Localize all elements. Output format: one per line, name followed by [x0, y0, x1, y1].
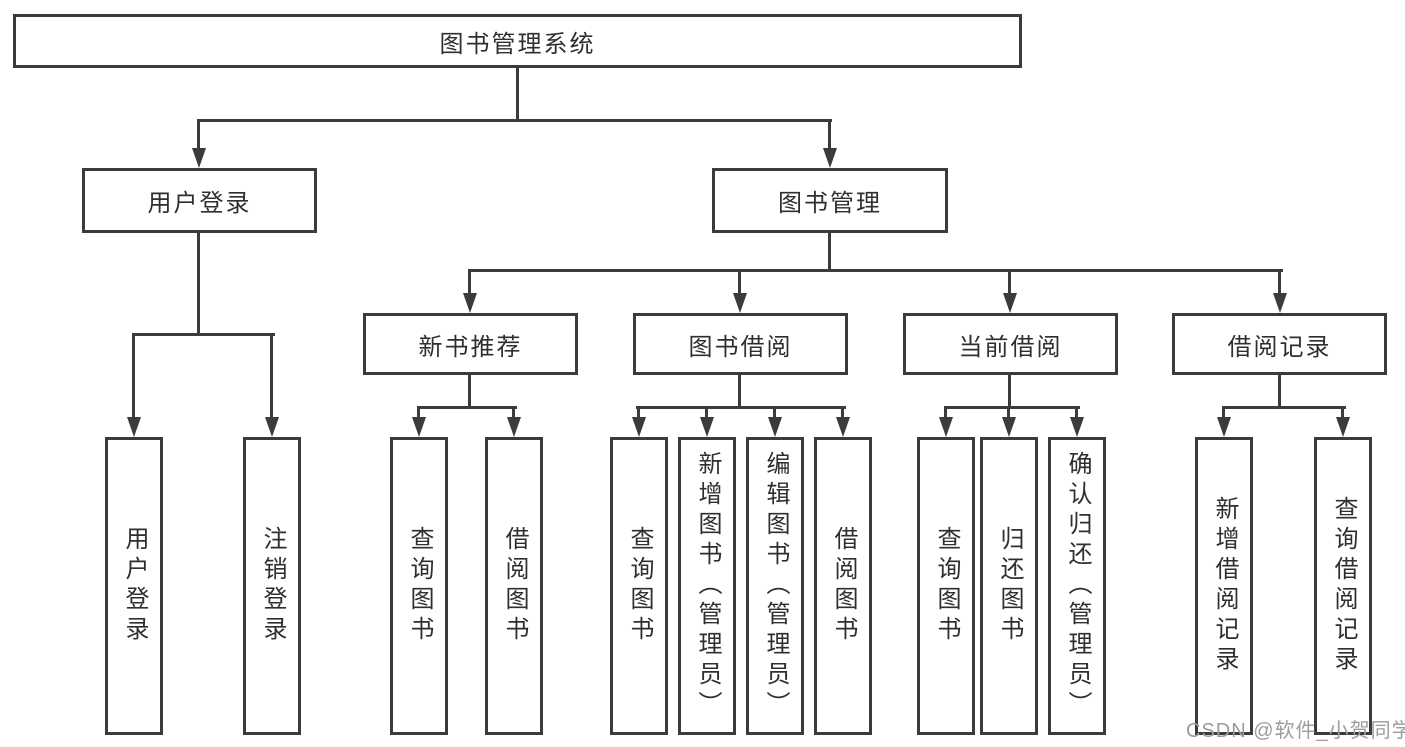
connector-line	[944, 406, 947, 419]
connector-arrow	[1070, 417, 1084, 437]
leaf-logout: 注销登录	[243, 437, 301, 735]
leaf-bb-add-books-admin-label: 新增图书（管理员）	[694, 451, 721, 721]
leaf-cb-query-books-label: 查询图书	[933, 526, 960, 646]
leaf-user-login: 用户登录	[105, 437, 163, 735]
connector-line	[828, 233, 831, 271]
connector-line	[738, 269, 741, 295]
leaf-nb-query-books: 查询图书	[390, 437, 448, 735]
connector-arrow	[1002, 417, 1016, 437]
node-book-borrow: 图书借阅	[633, 313, 848, 375]
node-user-login: 用户登录	[82, 168, 317, 233]
leaf-rc-add-record-label: 新增借阅记录	[1211, 496, 1238, 676]
connector-line	[197, 119, 832, 122]
connector-arrow	[1273, 293, 1287, 313]
connector-line	[1008, 375, 1011, 409]
node-borrow-records-label: 借阅记录	[1227, 333, 1332, 361]
connector-arrow	[1336, 417, 1350, 437]
connector-line	[636, 406, 846, 409]
node-root-label: 图书管理系统	[439, 30, 596, 58]
connector-arrow	[265, 417, 279, 437]
connector-arrow	[836, 417, 850, 437]
connector-line	[197, 233, 200, 336]
node-book-borrow-label: 图书借阅	[688, 333, 793, 361]
connector-arrow	[768, 417, 782, 437]
connector-line	[132, 333, 275, 336]
connector-line	[944, 406, 1080, 409]
leaf-bb-edit-books-admin: 编辑图书（管理员）	[746, 437, 804, 735]
connector-line	[1222, 406, 1346, 409]
connector-line	[1341, 406, 1344, 419]
connector-line	[1278, 269, 1281, 295]
node-new-book-recommend-label: 新书推荐	[418, 333, 523, 361]
connector-line	[738, 375, 741, 409]
node-borrow-records: 借阅记录	[1172, 313, 1387, 375]
leaf-rc-query-record-label: 查询借阅记录	[1330, 496, 1357, 676]
leaf-bb-edit-books-admin-label: 编辑图书（管理员）	[762, 451, 789, 721]
node-current-borrow-label: 当前借阅	[958, 333, 1063, 361]
connector-line	[705, 406, 708, 419]
connector-arrow	[939, 417, 953, 437]
connector-line	[468, 269, 1283, 272]
connector-line	[828, 119, 831, 150]
connector-arrow	[1217, 417, 1231, 437]
leaf-user-login-label: 用户登录	[121, 526, 148, 646]
leaf-rc-query-record: 查询借阅记录	[1314, 437, 1372, 735]
connector-line	[197, 119, 200, 150]
node-user-login-label: 用户登录	[147, 190, 252, 217]
connector-line	[1008, 269, 1011, 295]
leaf-nb-query-books-label: 查询图书	[406, 526, 433, 646]
node-book-management: 图书管理	[712, 168, 948, 233]
connector-arrow	[1003, 293, 1017, 313]
connector-arrow	[733, 293, 747, 313]
node-root: 图书管理系统	[13, 14, 1022, 68]
connector-arrow	[823, 148, 837, 168]
connector-line	[1222, 406, 1225, 419]
connector-arrow	[463, 293, 477, 313]
connector-line	[417, 406, 420, 419]
connector-line	[468, 375, 471, 409]
connector-line	[637, 406, 640, 419]
connector-line	[132, 333, 135, 419]
leaf-cb-return-books: 归还图书	[980, 437, 1038, 735]
leaf-rc-add-record: 新增借阅记录	[1195, 437, 1253, 735]
leaf-bb-borrow-books: 借阅图书	[814, 437, 872, 735]
connector-line	[417, 406, 517, 409]
connector-line	[1278, 375, 1281, 409]
connector-arrow	[700, 417, 714, 437]
leaf-bb-borrow-books-label: 借阅图书	[830, 526, 857, 646]
node-book-management-label: 图书管理	[778, 190, 882, 217]
connector-line	[841, 406, 844, 419]
leaf-bb-query-books-label: 查询图书	[626, 526, 653, 646]
leaf-nb-borrow-books: 借阅图书	[485, 437, 543, 735]
connector-arrow	[192, 148, 206, 168]
connector-arrow	[507, 417, 521, 437]
connector-line	[512, 406, 515, 419]
leaf-cb-return-books-label: 归还图书	[996, 526, 1023, 646]
connector-line	[468, 269, 471, 295]
node-new-book-recommend: 新书推荐	[363, 313, 578, 375]
connector-arrow	[127, 417, 141, 437]
connector-line	[773, 406, 776, 419]
node-current-borrow: 当前借阅	[903, 313, 1118, 375]
leaf-nb-borrow-books-label: 借阅图书	[501, 526, 528, 646]
connector-arrow	[632, 417, 646, 437]
leaf-cb-query-books: 查询图书	[917, 437, 975, 735]
leaf-logout-label: 注销登录	[259, 526, 286, 646]
leaf-bb-add-books-admin: 新增图书（管理员）	[678, 437, 736, 735]
watermark: CSDN @软件_小贺同学	[1186, 720, 1405, 742]
leaf-cb-confirm-return-admin: 确认归还（管理员）	[1048, 437, 1106, 735]
leaf-cb-confirm-return-admin-label: 确认归还（管理员）	[1064, 451, 1091, 721]
connector-line	[1075, 406, 1078, 419]
connector-line	[1007, 406, 1010, 419]
connector-line	[270, 333, 273, 419]
connector-arrow	[412, 417, 426, 437]
connector-line	[516, 68, 519, 119]
leaf-bb-query-books: 查询图书	[610, 437, 668, 735]
